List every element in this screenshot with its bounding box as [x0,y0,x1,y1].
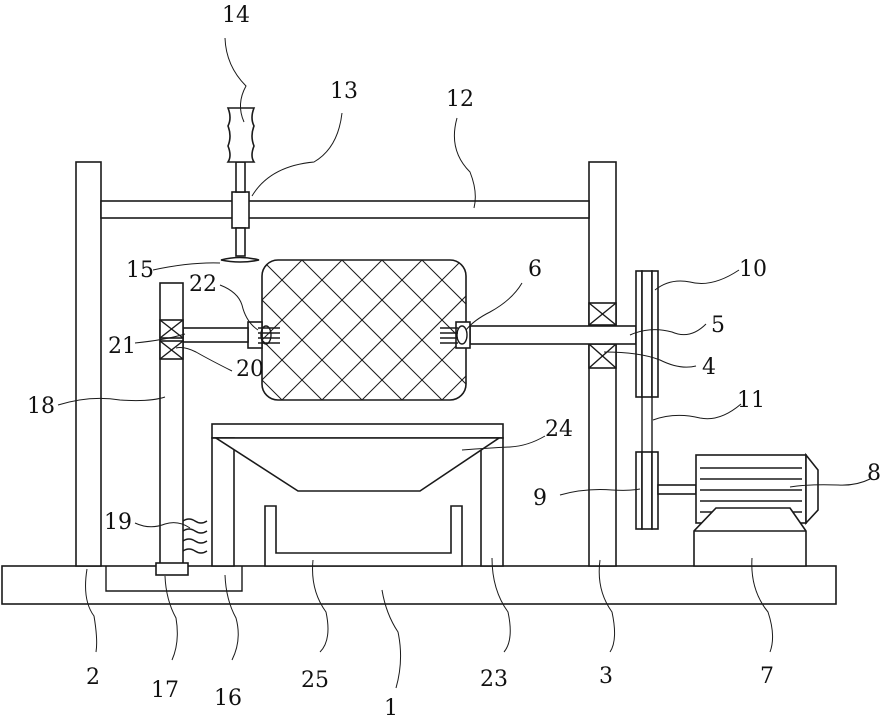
label-20: 20 [236,357,264,382]
label-6: 6 [528,257,542,282]
motor-shaft [658,485,696,494]
label-16: 16 [214,686,242,711]
post-foot [156,563,188,575]
label-5: 5 [711,313,725,338]
label-9: 9 [533,486,547,511]
main-shaft [470,326,636,344]
label-21: 21 [108,334,136,359]
label-2: 2 [86,665,100,690]
label-19: 19 [104,510,132,535]
drive-belt [642,397,652,452]
label-15: 15 [126,258,154,283]
label-24: 24 [545,417,573,442]
label-17: 17 [151,678,179,703]
handle [228,108,254,162]
spring [183,519,207,553]
label-4: 4 [702,355,716,380]
base-plate [2,566,836,604]
label-13: 13 [330,79,358,104]
label-11: 11 [737,388,765,413]
motor-base [694,508,806,566]
collection-tray [265,506,462,566]
label-8: 8 [867,461,881,486]
label-3: 3 [599,664,613,689]
label-25: 25 [301,668,329,693]
upper-pulley [636,271,658,397]
lower-pulley [636,452,658,529]
left-shaft [183,328,248,342]
label-12: 12 [446,87,474,112]
label-22: 22 [189,272,217,297]
label-14: 14 [222,3,250,28]
label-10: 10 [739,257,767,282]
label-18: 18 [27,394,55,419]
left-column [76,162,101,566]
label-7: 7 [760,664,774,689]
label-23: 23 [480,667,508,692]
funnel [216,438,499,491]
top-beam [101,201,589,218]
label-1: 1 [384,696,398,721]
